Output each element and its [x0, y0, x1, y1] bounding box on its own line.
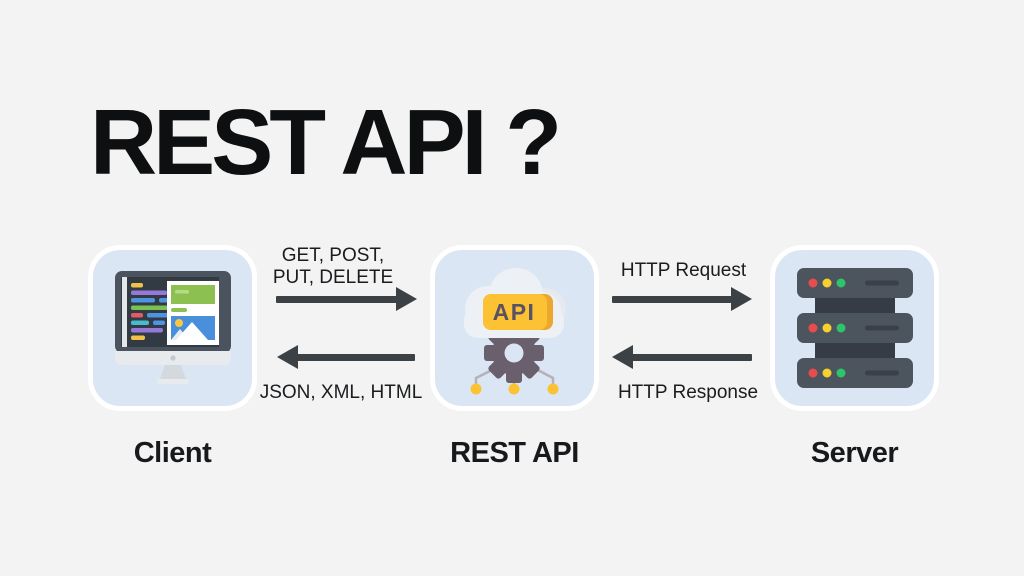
- api-cloud-gear-icon: API: [463, 268, 566, 395]
- server-rack-icon: [796, 268, 913, 388]
- arrow-shaft: [612, 295, 735, 303]
- arrow-head-left: [612, 345, 633, 369]
- server-unit: [796, 313, 913, 343]
- rest-api-caption: REST API: [450, 437, 579, 469]
- arrow-head-right: [731, 287, 752, 311]
- rest-api-node: API: [430, 245, 599, 411]
- page-title: REST API ?: [90, 90, 562, 194]
- arrow-head-left: [277, 345, 298, 369]
- server-unit: [796, 358, 913, 388]
- label-server-to-api: HTTP Response: [617, 382, 759, 403]
- node-dot: [547, 383, 558, 395]
- label-line: GET, POST,: [281, 245, 385, 266]
- monitor-browser-icon: [114, 271, 231, 384]
- client-caption: Client: [133, 437, 212, 469]
- label-line: PUT, DELETE: [272, 267, 394, 288]
- label-api-to-client: JSON, XML, HTML: [259, 382, 423, 403]
- gear-shape: [483, 323, 544, 383]
- server-unit: [796, 268, 913, 298]
- browser-preview: [166, 281, 219, 345]
- server-caption: Server: [810, 437, 899, 469]
- label-client-to-api: GET, POST, PUT, DELETE: [253, 245, 413, 289]
- node-dot: [508, 383, 519, 395]
- label-api-to-server: HTTP Request: [620, 260, 747, 281]
- arrow-shaft: [276, 295, 400, 303]
- client-node: [88, 245, 257, 411]
- arrow-api-to-client: [277, 345, 415, 369]
- arrow-shaft: [294, 353, 415, 361]
- api-badge-text: API: [492, 299, 535, 325]
- server-node: [770, 245, 939, 411]
- arrow-client-to-api: [276, 287, 417, 311]
- arrow-api-to-server: [612, 287, 752, 311]
- arrow-head-right: [396, 287, 417, 311]
- arrow-shaft: [629, 353, 752, 361]
- code-lines-decoration: [130, 283, 171, 340]
- api-badge: API: [482, 294, 553, 330]
- arrow-server-to-api: [612, 345, 752, 369]
- node-dot: [470, 383, 481, 395]
